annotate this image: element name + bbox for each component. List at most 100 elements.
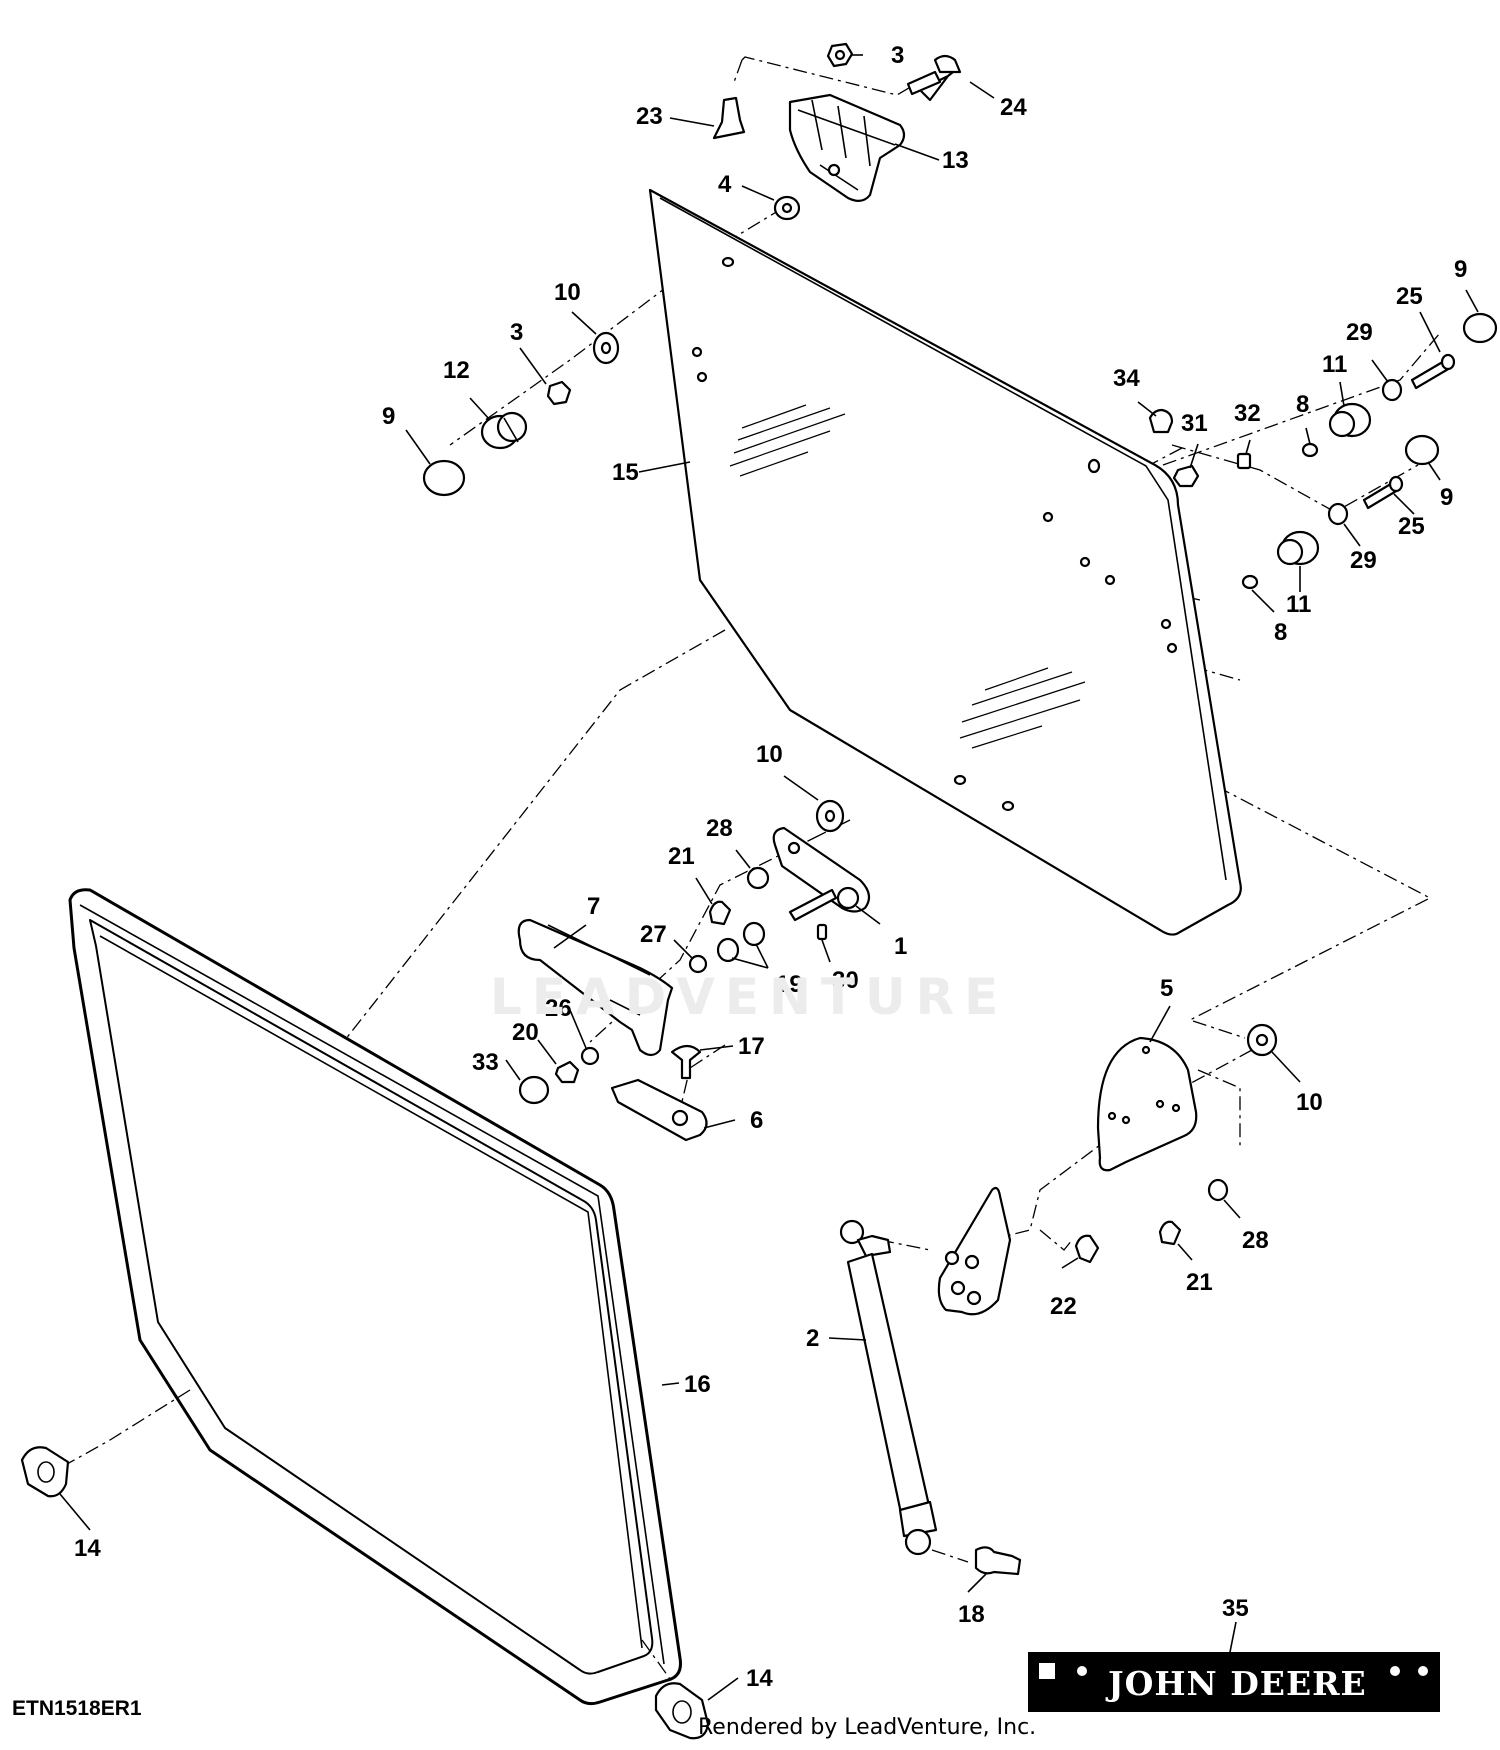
part-10-washer-mid	[815, 799, 845, 833]
part-28-washer-right	[1207, 1178, 1229, 1202]
gas-strut-mount-plate	[937, 1186, 1012, 1316]
part-33-cap	[518, 1075, 550, 1105]
callout-33: 33	[472, 1049, 499, 1076]
part-31-nut	[1172, 464, 1200, 488]
callout-4: 4	[718, 171, 732, 198]
part-5-bracket	[1096, 1036, 1198, 1172]
callout-10: 10	[554, 279, 581, 306]
part-29-washer-top	[1381, 378, 1403, 402]
glass-reflection-hatch	[729, 404, 1086, 749]
watermark-text: LEADVENTURE	[490, 968, 1009, 1026]
callout-11: 11	[1286, 591, 1311, 618]
callout-6: 6	[750, 1107, 763, 1134]
part-11-pivot-bottom	[1276, 530, 1320, 566]
part-6-striker	[610, 1078, 708, 1142]
part-21-nut-mid	[708, 900, 732, 926]
part-25-bolt-top	[1410, 353, 1456, 390]
callout-28: 28	[1242, 1227, 1269, 1254]
callout-32: 32	[1234, 400, 1261, 427]
part-17-screw	[670, 1044, 702, 1080]
callout-9: 9	[1440, 484, 1453, 511]
callout-27: 27	[640, 921, 667, 948]
part-35-decal: JOHN DEERE	[1028, 1652, 1440, 1712]
part-12-pivot	[480, 411, 528, 450]
callout-13: 13	[942, 147, 969, 174]
part-3-nut-top	[826, 42, 854, 68]
callout-8: 8	[1296, 391, 1309, 418]
callout-19: 19	[776, 971, 803, 998]
part-27-washer	[688, 954, 708, 974]
part-13-hinge	[788, 93, 906, 202]
callout-10: 10	[756, 741, 783, 768]
callout-20: 20	[512, 1019, 539, 1046]
part-1-latch-plate	[772, 826, 871, 922]
callout-34: 34	[1113, 365, 1140, 392]
part-3-nut-left	[546, 380, 572, 406]
decal-dot-icon	[1077, 1666, 1087, 1676]
part-2-gas-strut	[839, 1219, 938, 1556]
part-15-door-glass	[648, 188, 1242, 936]
decal-brand-text: JOHN DEERE	[1108, 1664, 1367, 1703]
decal-dot-icon	[1418, 1666, 1428, 1676]
callout-21: 21	[1186, 1269, 1213, 1296]
callout-9: 9	[1454, 256, 1467, 283]
callout-5: 5	[1160, 975, 1173, 1002]
part-21-nut-right	[1158, 1220, 1182, 1246]
part-25-bolt-bottom	[1362, 475, 1404, 510]
callout-28: 28	[706, 815, 733, 842]
part-23-screw	[712, 96, 746, 140]
callout-18: 18	[958, 1601, 985, 1628]
callout-7: 7	[587, 893, 600, 920]
callout-labels: 3 24 23 13 4 9 25 29 11 10 3 12 9 34 31 …	[74, 42, 1467, 1692]
callout-31: 31	[1181, 410, 1208, 437]
part-7-handle	[517, 918, 674, 1057]
part-14-clip-bottom	[654, 1682, 710, 1740]
part-22-nut	[1074, 1234, 1100, 1264]
part-8-spring-bottom	[1241, 574, 1259, 590]
part-30-pin	[816, 923, 828, 941]
part-9-cap-left	[422, 459, 466, 497]
part-14-clip-left	[20, 1446, 70, 1498]
drawing-code: ETN1518ER1	[12, 1697, 142, 1720]
callout-24: 24	[1000, 94, 1027, 121]
decal-square-icon	[1039, 1663, 1055, 1679]
callout-17: 17	[738, 1033, 765, 1060]
callout-15: 15	[612, 459, 639, 486]
callout-29: 29	[1350, 547, 1377, 574]
callout-3: 3	[891, 42, 904, 69]
callout-12: 12	[443, 357, 470, 384]
callout-22: 22	[1050, 1293, 1077, 1320]
callout-16: 16	[684, 1371, 711, 1398]
callout-14: 14	[746, 1665, 773, 1692]
callout-8: 8	[1274, 619, 1287, 646]
part-10-washer-left	[592, 331, 620, 365]
part-20-nut	[554, 1060, 580, 1084]
callout-1: 1	[894, 933, 907, 960]
callout-9: 9	[382, 403, 395, 430]
callout-14: 14	[74, 1535, 101, 1562]
callout-30: 30	[832, 967, 859, 994]
part-32-pin	[1236, 452, 1252, 470]
callout-29: 29	[1346, 319, 1373, 346]
render-credit: Rendered by LeadVenture, Inc.	[698, 1715, 1037, 1740]
part-4-washer	[773, 195, 801, 221]
part-19-washers	[716, 921, 766, 963]
leader-lines	[59, 54, 1479, 1701]
callout-10: 10	[1296, 1089, 1323, 1116]
part-9-cap-top-right	[1462, 312, 1498, 344]
part-26-washer	[580, 1046, 600, 1066]
part-8-spring-top	[1301, 442, 1319, 458]
decal-dot-icon	[1390, 1666, 1400, 1676]
part-24-screw	[906, 54, 962, 102]
callout-25: 25	[1396, 283, 1423, 310]
callout-23: 23	[636, 103, 663, 130]
part-16-door-seal	[68, 888, 682, 1706]
part-10-washer-right	[1246, 1023, 1278, 1057]
part-9-cap-bottom-right	[1404, 434, 1440, 466]
callout-35: 35	[1222, 1595, 1249, 1622]
part-29-washer-bottom	[1327, 502, 1349, 526]
glass-mounting-holes	[691, 256, 1178, 812]
callout-26: 26	[545, 995, 572, 1022]
callout-3: 3	[510, 319, 523, 346]
